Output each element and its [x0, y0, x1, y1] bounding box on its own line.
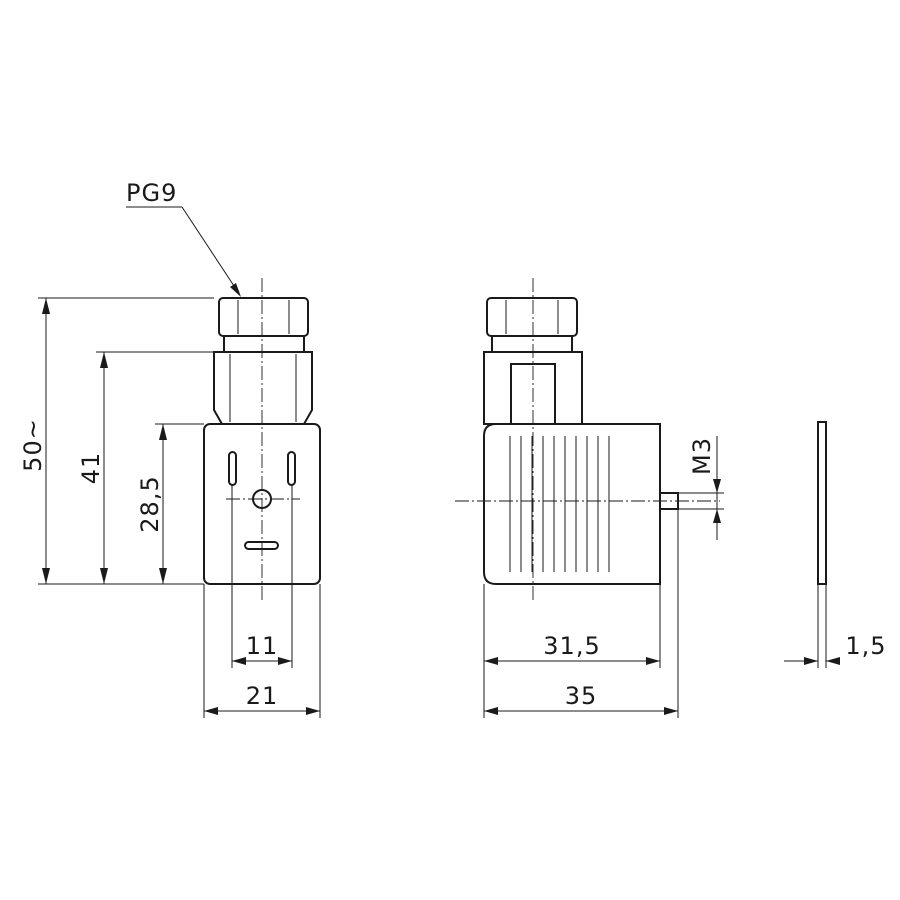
- pin-slot-left: [228, 451, 237, 486]
- dim-depth-total: 35: [484, 509, 679, 718]
- pg9-callout: PG9: [126, 179, 241, 297]
- front-hex-nut: [218, 297, 309, 337]
- gasket-view: 1,5: [784, 421, 886, 668]
- side-hex-nut: [486, 297, 578, 337]
- pin-slot-right: [287, 451, 296, 486]
- dim-depth-body: 31,5: [483, 584, 661, 718]
- m3-screw: [659, 492, 679, 510]
- width-label: 21: [246, 682, 279, 710]
- dim-pin-spacing: 11: [231, 485, 293, 668]
- gasket-thickness-label: 1,5: [845, 632, 886, 660]
- pin-spacing-label: 11: [246, 632, 279, 660]
- depth-body-label: 31,5: [543, 632, 600, 660]
- gasket: [817, 421, 827, 585]
- height-41-label: 41: [77, 452, 105, 485]
- dim-body-height: 28,5: [136, 423, 204, 584]
- side-housing: [483, 423, 661, 585]
- side-view: [455, 278, 720, 600]
- ground-slot: [244, 541, 279, 550]
- front-housing: [203, 423, 321, 585]
- dim-overall-height: 50~: [19, 297, 214, 585]
- dim-height-41: 41: [77, 351, 214, 584]
- overall-height-label: 50~: [19, 418, 47, 472]
- cooling-fins: [509, 436, 610, 572]
- pg9-label: PG9: [126, 179, 177, 207]
- body-height-label: 28,5: [136, 475, 164, 532]
- dim-m3: M3: [678, 436, 724, 540]
- front-view: [203, 278, 321, 600]
- depth-total-label: 35: [565, 682, 598, 710]
- dim-width: 21: [203, 584, 321, 718]
- m3-label: M3: [688, 437, 716, 475]
